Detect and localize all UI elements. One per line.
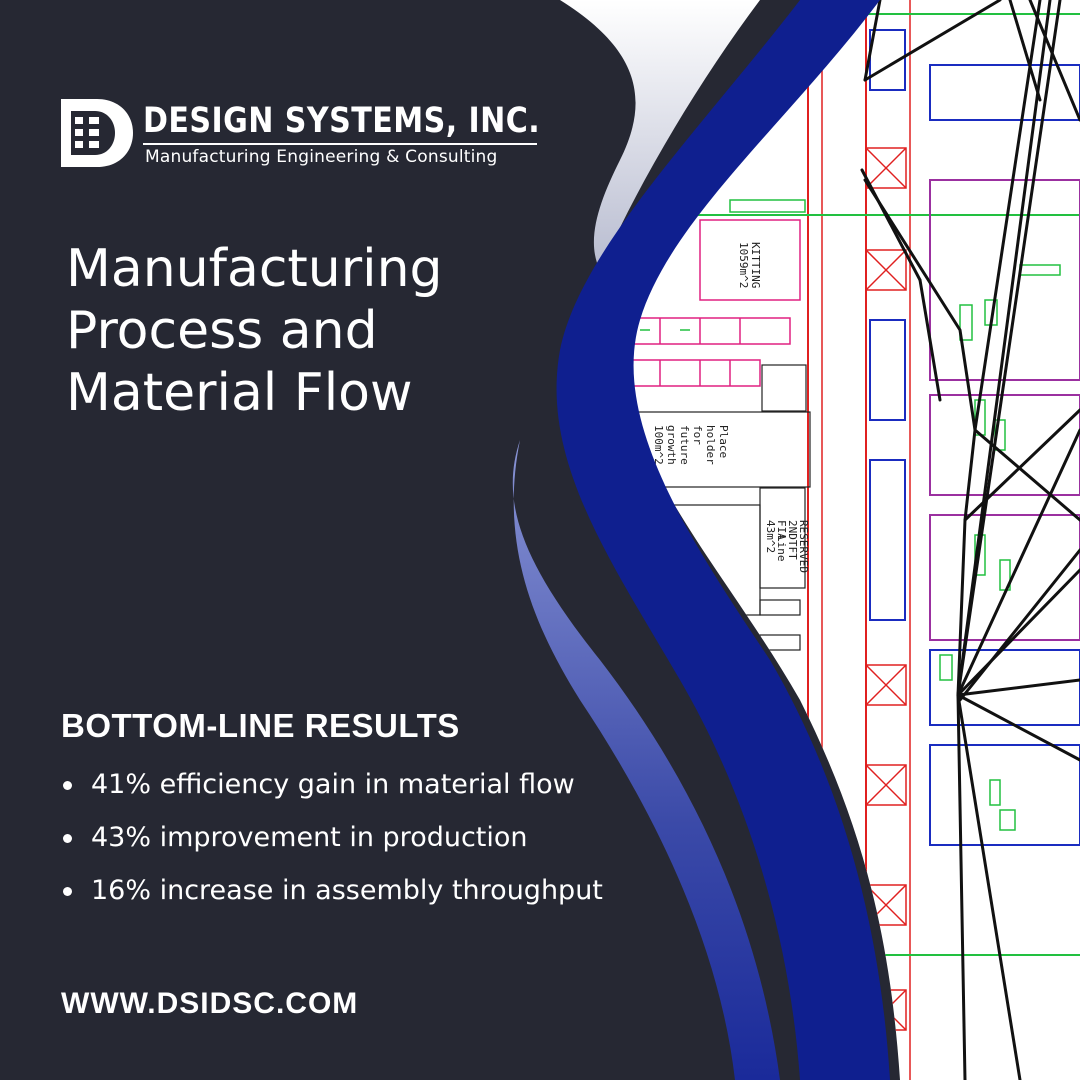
bullet-icon [63, 887, 72, 896]
gradient-swoosh-shape [512, 440, 780, 1080]
floorplan-label-placeholder-2: holder [704, 425, 717, 465]
blue-swoosh-shape [556, 0, 890, 1080]
floorplan-label-reserved-4: Line [775, 535, 788, 562]
result-text: 41% efficiency gain in material flow [91, 769, 575, 800]
floorplan-label-kitting: KITTING [749, 242, 762, 288]
floorplan-label-placeholder-1: Place [717, 425, 730, 458]
result-text: 16% increase in assembly throughput [91, 875, 603, 906]
floorplan-label-placeholder-6: 100m^2 [652, 425, 665, 465]
headline-line-3: Material Flow [66, 363, 413, 423]
results-list: 41% efficiency gain in material flow 43%… [61, 763, 603, 922]
floorplan-label-placeholder-4: future [678, 425, 691, 465]
light-swoosh-shape [560, 0, 760, 270]
website-link[interactable]: WWW.DSIDSC.COM [61, 987, 359, 1020]
floorplan-label-placeholder-3: for [691, 425, 704, 445]
company-name: DESIGN SYSTEMS, INC. [143, 101, 541, 141]
bullet-icon [63, 834, 72, 843]
logo-divider [143, 143, 537, 145]
company-logo: DESIGN SYSTEMS, INC. Manufacturing Engin… [61, 99, 541, 169]
floorplan-label-reserved-1: RESERVED [797, 520, 810, 573]
headline: Manufacturing Process and Material Flow [66, 238, 546, 424]
results-heading: BOTTOM-LINE RESULTS [61, 707, 460, 744]
dsi-logo-mark-icon [61, 99, 133, 167]
floorplan-label-reserved-3: FIA [775, 520, 788, 540]
floorplan-label-reserved-2: 2NDTFT [786, 520, 799, 560]
list-item: 41% efficiency gain in material flow [61, 763, 603, 816]
result-text: 43% improvement in production [91, 822, 528, 853]
floorplan-label-placeholder-5: growth [665, 425, 678, 465]
list-item: 16% increase in assembly throughput [61, 869, 603, 922]
floorplan-label-reserved-5: 43m^2 [764, 520, 777, 553]
list-item: 43% improvement in production [61, 816, 603, 869]
bullet-icon [63, 781, 72, 790]
company-tagline: Manufacturing Engineering & Consulting [145, 147, 498, 167]
floorplan-label-kitting-area: 1059m^2 [737, 242, 750, 288]
headline-line-2: Process and [66, 301, 378, 361]
headline-line-1: Manufacturing [66, 239, 443, 299]
